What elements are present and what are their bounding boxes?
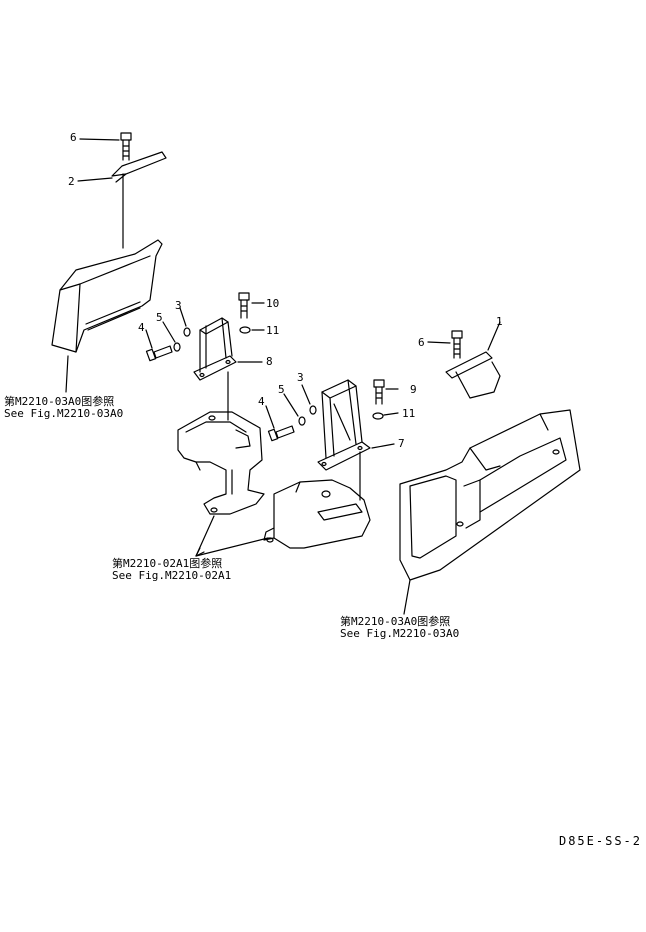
bracket-7 — [318, 380, 394, 500]
bracket-8 — [194, 318, 262, 420]
callout-6-right: 6 — [418, 336, 425, 349]
callout-11-lower: 11 — [402, 407, 416, 420]
callout-7: 7 — [398, 437, 405, 450]
callout-3-lower: 3 — [297, 371, 304, 384]
callout-3-upper: 3 — [175, 299, 182, 312]
callout-11-upper: 11 — [266, 324, 280, 337]
callout-5-upper: 5 — [156, 311, 163, 324]
bolt-9 — [374, 380, 398, 404]
bolt-6-left — [80, 133, 131, 160]
bolt-6-right — [428, 331, 462, 358]
fastener-set-upper — [146, 308, 190, 361]
callout-4-upper: 4 — [138, 321, 145, 334]
callout-9: 9 — [410, 383, 417, 396]
right-cover — [400, 410, 580, 614]
callout-5-lower: 5 — [278, 383, 285, 396]
bracket-2 — [78, 152, 166, 248]
left-cover — [52, 240, 162, 392]
drawing-code: D85E-SS-2 — [558, 834, 642, 848]
callout-8: 8 — [266, 355, 273, 368]
callout-4-lower: 4 — [258, 395, 265, 408]
callout-2: 2 — [68, 175, 75, 188]
reference-left-en: See Fig.M2210-03A0 — [4, 407, 124, 420]
callout-6-left: 6 — [70, 131, 77, 144]
reference-left: 第M2210-03A0图参照 See Fig.M2210-03A0 — [4, 396, 123, 420]
reference-middle-jp: 第M2210-02A1图参照 — [112, 557, 223, 570]
washer-11-upper — [240, 327, 264, 333]
reference-middle: 第M2210-02A1图参照 See Fig.M2210-02A1 — [112, 558, 231, 582]
washer-11-lower — [373, 413, 398, 419]
reference-right: 第M2210-03A0图参照 See Fig.M2210-03A0 — [340, 616, 459, 640]
fastener-set-lower — [266, 385, 316, 441]
callout-10: 10 — [266, 297, 280, 310]
bracket-1 — [446, 322, 500, 398]
reference-right-en: See Fig.M2210-03A0 — [340, 627, 460, 640]
case-middle — [264, 480, 370, 548]
reference-middle-en: See Fig.M2210-02A1 — [112, 569, 232, 582]
reference-arrows-middle — [196, 516, 268, 556]
case-left — [178, 412, 264, 514]
reference-right-jp: 第M2210-03A0图参照 — [340, 615, 451, 628]
callout-1: 1 — [496, 315, 503, 328]
bolt-10 — [239, 293, 264, 318]
reference-left-jp: 第M2210-03A0图参照 — [4, 395, 115, 408]
